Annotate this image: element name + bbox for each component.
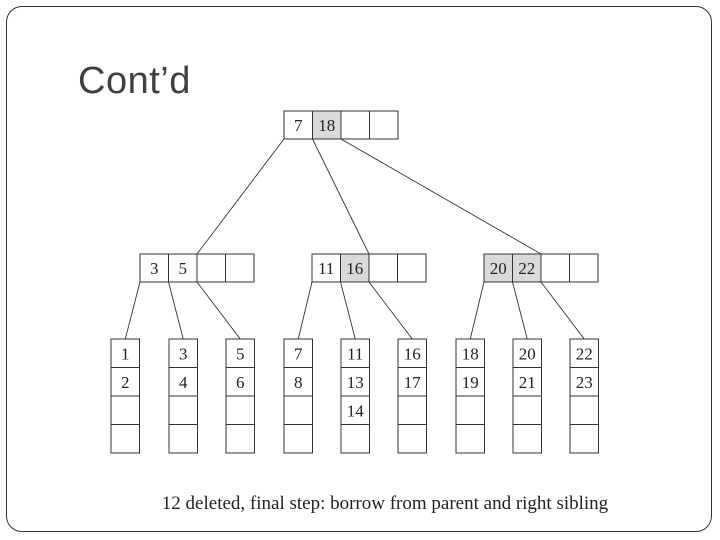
leaf-cell (340, 395, 370, 425)
root-node-cell (369, 110, 399, 140)
leaf-cell (340, 424, 370, 454)
root-node-cell (340, 110, 370, 140)
leaf-cell (397, 424, 427, 454)
leaf-cell (168, 424, 198, 454)
internal-node-key: 3 (150, 259, 159, 278)
leaf-cell (283, 424, 313, 454)
leaf-key: 4 (179, 373, 188, 392)
tree-edge (196, 138, 285, 255)
internal-node-key: 11 (318, 259, 334, 278)
leaf-key: 21 (519, 373, 536, 392)
internal-node-cell (196, 253, 226, 283)
root-node-cell (312, 110, 342, 140)
diagram-caption: 12 deleted, final step: borrow from pare… (161, 493, 609, 514)
leaf-cell (225, 338, 255, 368)
tree-edge (340, 138, 542, 255)
leaf-cell (455, 424, 485, 454)
tree-edge (168, 281, 184, 340)
tree-edge (512, 281, 528, 340)
leaf-cell (283, 338, 313, 368)
leaf-cell (397, 338, 427, 368)
leaf-key: 19 (462, 373, 479, 392)
tree-edge (469, 281, 485, 340)
leaf-cell (569, 367, 599, 397)
leaf-cell (512, 424, 542, 454)
internal-node-cell (139, 253, 169, 283)
leaf-cell (455, 338, 485, 368)
leaf-cell (512, 395, 542, 425)
leaf-key: 6 (236, 373, 245, 392)
leaf-cell (168, 338, 198, 368)
internal-node-cell (483, 253, 513, 283)
internal-node-key: 22 (518, 259, 535, 278)
tree-edge (297, 281, 313, 340)
tree-edge (340, 281, 356, 340)
internal-node-cell (168, 253, 198, 283)
internal-node-cell (225, 253, 255, 283)
internal-node-key: 16 (346, 259, 363, 278)
leaf-cell (340, 338, 370, 368)
leaf-key: 11 (347, 344, 363, 363)
leaf-cell (168, 395, 198, 425)
leaf-key: 14 (347, 401, 365, 420)
leaf-cell (225, 367, 255, 397)
leaf-cell (283, 395, 313, 425)
internal-node-key: 20 (490, 259, 507, 278)
leaf-key: 1 (121, 344, 130, 363)
leaf-cell (340, 367, 370, 397)
leaf-key: 16 (404, 344, 421, 363)
root-node-cell (283, 110, 313, 140)
leaf-key: 7 (294, 344, 303, 363)
internal-node-key: 5 (179, 259, 188, 278)
leaf-key: 22 (576, 344, 593, 363)
leaf-key: 13 (347, 373, 364, 392)
leaf-cell (225, 395, 255, 425)
tree-edge (196, 281, 241, 340)
internal-node-cell (397, 253, 427, 283)
leaf-key: 3 (179, 344, 188, 363)
leaf-cell (569, 395, 599, 425)
leaf-cell (283, 367, 313, 397)
internal-node-cell (540, 253, 570, 283)
leaf-key: 20 (519, 344, 536, 363)
leaf-cell (455, 395, 485, 425)
leaf-cell (455, 367, 485, 397)
internal-node-cell (569, 253, 599, 283)
root-node-key: 18 (318, 116, 335, 135)
leaf-cell (168, 367, 198, 397)
leaf-key: 5 (236, 344, 245, 363)
root-node-key: 7 (294, 116, 303, 135)
leaf-cell (110, 338, 140, 368)
leaf-key: 2 (121, 373, 130, 392)
leaf-cell (512, 367, 542, 397)
leaf-cell (110, 424, 140, 454)
slide-title: Cont’d (78, 60, 191, 102)
tree-edge (368, 281, 413, 340)
tree-edge (312, 138, 370, 255)
leaf-key: 8 (294, 373, 303, 392)
leaf-cell (512, 338, 542, 368)
tree-edge (540, 281, 585, 340)
internal-node-cell (311, 253, 341, 283)
tree-edge (124, 281, 141, 340)
leaf-cell (569, 338, 599, 368)
leaf-key: 18 (462, 344, 479, 363)
leaf-cell (110, 395, 140, 425)
leaf-key: 23 (576, 373, 593, 392)
internal-node-cell (368, 253, 398, 283)
leaf-cell (225, 424, 255, 454)
leaf-cell (569, 424, 599, 454)
leaf-key: 17 (404, 373, 422, 392)
leaf-cell (397, 395, 427, 425)
